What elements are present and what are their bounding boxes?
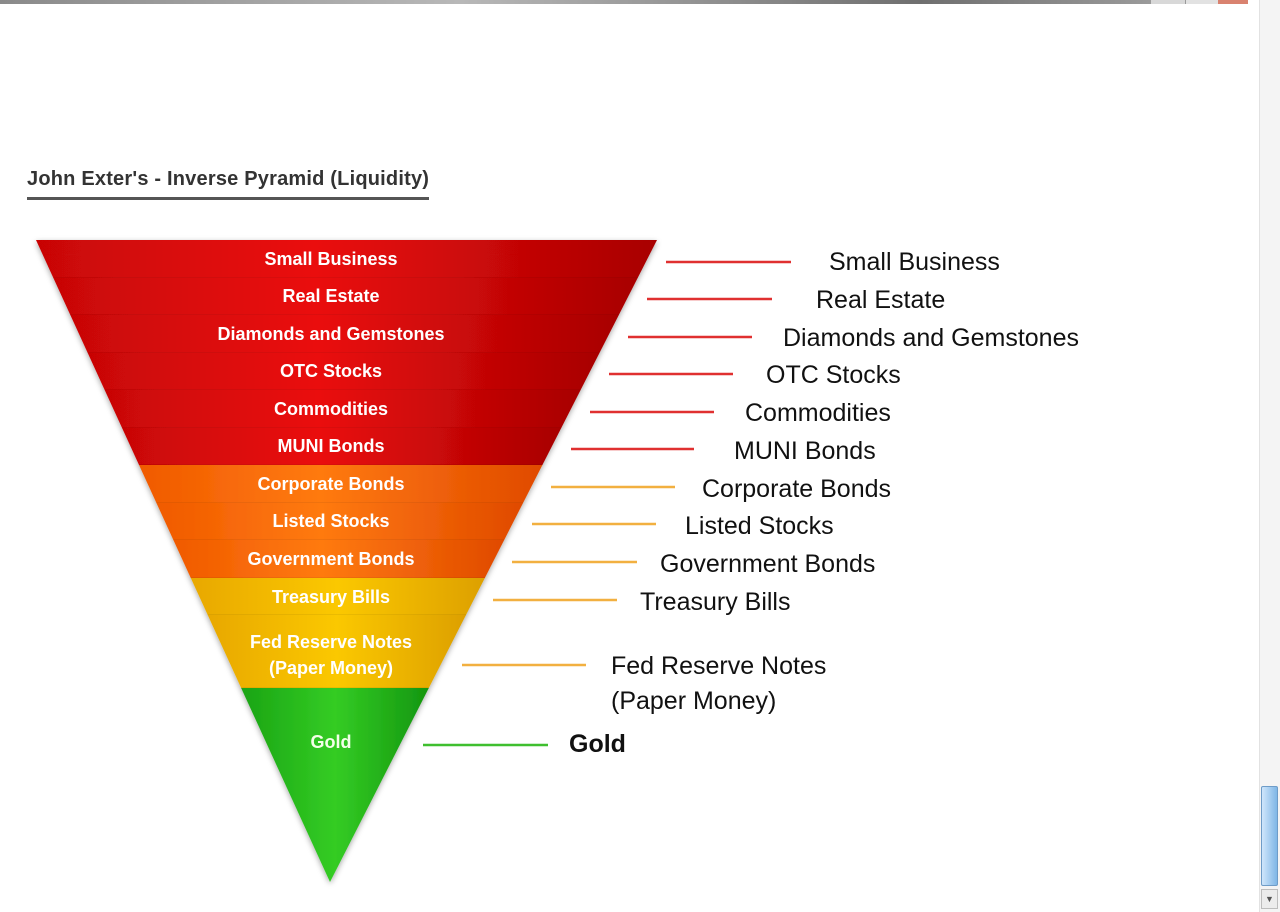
- pyramid-label-small-business: Small Business: [264, 249, 397, 269]
- maximize-button[interactable]: [1185, 0, 1218, 4]
- pyramid-layer-gold: [241, 688, 429, 882]
- pyramid-layer-commodities: [104, 390, 581, 428]
- pyramid-label-real-estate: Real Estate: [282, 286, 379, 306]
- pyramid-label-corporate-bonds: Corporate Bonds: [257, 474, 404, 494]
- pyramid-layer-fed-reserve-notes-paper-money: [207, 615, 466, 688]
- minimize-button[interactable]: [1150, 0, 1185, 4]
- pyramid-label-government-bonds: Government Bonds: [247, 549, 414, 569]
- side-label-government-bonds: Government Bonds: [660, 550, 875, 578]
- pyramid-layer-small-business: [36, 240, 657, 278]
- pyramid-label-commodities: Commodities: [274, 399, 388, 419]
- pyramid-layer-muni-bonds: [122, 428, 562, 465]
- side-label-gold: Gold: [569, 730, 626, 758]
- pyramid-layer-treasury-bills: [190, 578, 485, 615]
- side-label-otc-stocks: OTC Stocks: [766, 361, 901, 389]
- side-label-muni-bonds: MUNI Bonds: [734, 437, 876, 465]
- side-label-listed-stocks: Listed Stocks: [685, 512, 834, 540]
- pyramid-label-listed-stocks: Listed Stocks: [272, 511, 389, 531]
- side-label-fed-reserve-notes: Fed Reserve Notes(Paper Money): [611, 652, 826, 715]
- pyramid-label-diamonds-and-gemstones: Diamonds and Gemstones: [217, 324, 444, 344]
- side-label-real-estate: Real Estate: [816, 286, 945, 314]
- page-title: John Exter's - Inverse Pyramid (Liquidit…: [27, 168, 430, 200]
- pyramid-layer-real-estate: [53, 278, 638, 315]
- pyramid-layer-corporate-bonds: [139, 465, 543, 503]
- close-button[interactable]: [1218, 0, 1248, 4]
- pyramid-label-otc-stocks: OTC Stocks: [280, 361, 382, 381]
- side-label-small-business: Small Business: [829, 248, 1000, 276]
- window-titlebar: [0, 0, 1150, 4]
- side-label-commodities: Commodities: [745, 399, 891, 427]
- pyramid-layer-otc-stocks: [87, 353, 600, 390]
- pyramid-label-gold: Gold: [311, 732, 352, 752]
- side-label-corporate-bonds: Corporate Bonds: [702, 475, 891, 503]
- pyramid-body: [36, 240, 657, 882]
- side-label-diamonds-and-gemstones: Diamonds and Gemstones: [783, 324, 1079, 352]
- pyramid-label-muni-bonds: MUNI Bonds: [278, 436, 385, 456]
- scrollbar-thumb[interactable]: [1261, 786, 1278, 886]
- pyramid-layer-diamonds-and-gemstones: [70, 315, 619, 353]
- leader-lines: [423, 260, 791, 747]
- pyramid-layer-listed-stocks: [156, 503, 524, 540]
- vertical-scrollbar[interactable]: [1259, 0, 1280, 912]
- scroll-down-arrow-icon[interactable]: ▼: [1261, 889, 1278, 909]
- side-label-treasury-bills: Treasury Bills: [640, 588, 791, 616]
- pyramid-label-treasury-bills: Treasury Bills: [272, 587, 390, 607]
- pyramid-layer-government-bonds: [173, 540, 505, 578]
- pyramid-label-fed-reserve-notes: Fed Reserve Notes(Paper Money): [250, 632, 412, 678]
